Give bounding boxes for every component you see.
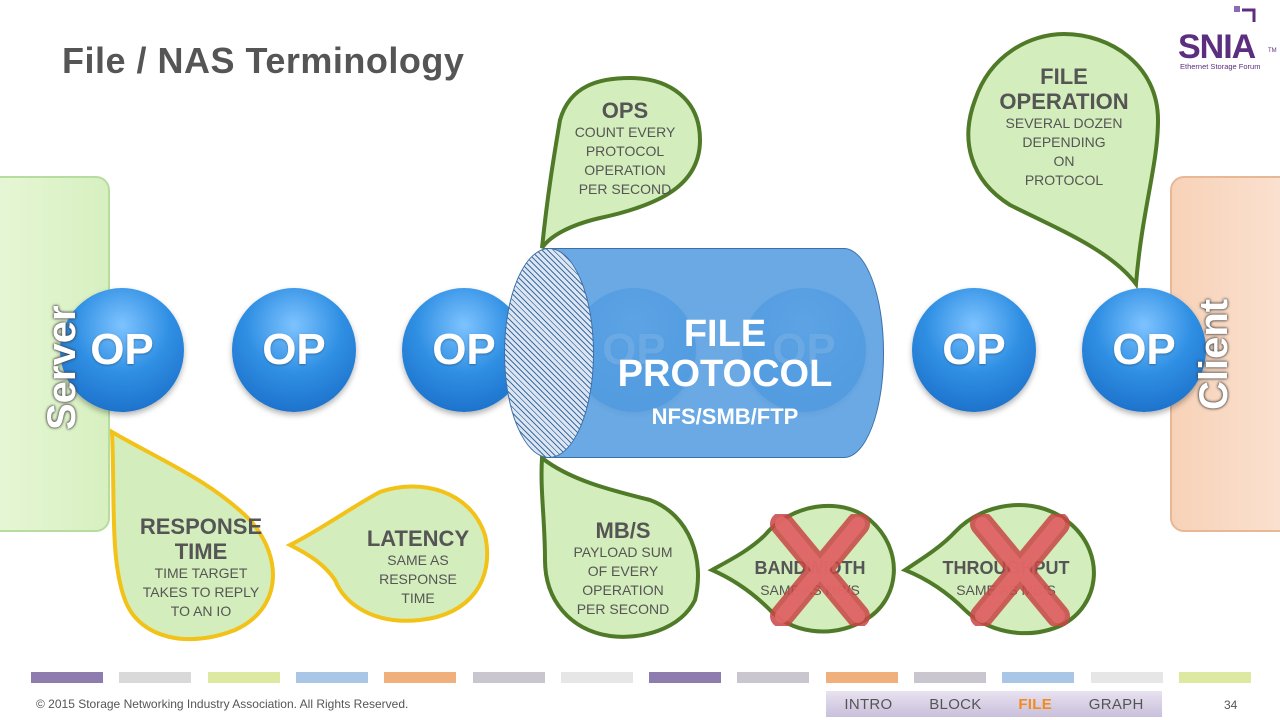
color-swatch [119, 672, 192, 683]
response-time-bubble [109, 428, 275, 642]
op-label: OP [942, 325, 1006, 374]
client-label: Client [1192, 298, 1236, 410]
logo-text: SNIA [1178, 28, 1256, 66]
server-label: Server [40, 305, 84, 430]
logo-corner-mark [1234, 6, 1256, 22]
latency-bubble [285, 484, 490, 623]
color-swatch [1178, 672, 1251, 683]
nav-file[interactable]: FILE [1018, 695, 1053, 713]
latency-text: LATENCY SAME AS RESPONSE TIME [348, 526, 488, 608]
section-nav: INTRO BLOCK FILE GRAPH [826, 691, 1162, 717]
mbs-body-3: OPERATION [582, 582, 664, 598]
mbs-body-1: PAYLOAD SUM [573, 544, 673, 560]
op-label: OP [90, 325, 154, 374]
op-circle-1: OP [60, 288, 184, 412]
ops-body-3: OPERATION [584, 162, 666, 178]
latency-body-3: TIME [401, 590, 435, 606]
file-operation-text: FILE OPERATION SEVERAL DOZEN DEPENDING O… [984, 64, 1144, 190]
mbs-head: MB/S [595, 518, 651, 543]
protocol-line-1: FILE [683, 313, 767, 355]
file-protocol-cylinder [544, 248, 884, 458]
response-time-text: RESPONSE TIME TIME TARGET TAKES TO REPLY… [118, 514, 284, 621]
protocol-line-3: NFS/SMB/FTP [651, 404, 799, 429]
color-swatch [560, 672, 633, 683]
op-label: OP [262, 325, 326, 374]
copyright-footer: © 2015 Storage Networking Industry Assoc… [36, 697, 409, 711]
bandwidth-cross-icon [770, 514, 870, 626]
color-swatch [825, 672, 898, 683]
mbs-body-4: PER SECOND [576, 601, 670, 617]
mbs-text: MB/S PAYLOAD SUM OF EVERY OPERATION PER … [558, 518, 688, 619]
page-number: 34 [1224, 698, 1238, 712]
op-label: OP [1112, 325, 1176, 374]
protocol-line-2: PROTOCOL [617, 353, 833, 395]
ops-text: OPS COUNT EVERY PROTOCOL OPERATION PER S… [560, 98, 690, 199]
op-circle-2: OP [232, 288, 356, 412]
color-swatch [31, 672, 103, 683]
color-swatch [737, 672, 810, 683]
response-time-head-2: TIME [174, 539, 228, 564]
file-operation-body-4: PROTOCOL [1024, 172, 1104, 188]
file-operation-bubble [966, 31, 1161, 290]
color-swatch [207, 672, 280, 683]
file-operation-body-3: ON [1053, 153, 1075, 169]
ops-body-1: COUNT EVERY [574, 124, 676, 140]
mbs-body-2: OF EVERY [587, 563, 659, 579]
nav-intro[interactable]: INTRO [844, 695, 893, 713]
ops-bubble [540, 75, 703, 250]
response-time-body-2: TAKES TO REPLY [142, 584, 260, 600]
file-operation-body-1: SEVERAL DOZEN [1005, 115, 1123, 131]
mbs-bubble [539, 454, 700, 639]
color-swatch [384, 672, 457, 683]
throughput-cross-icon [970, 514, 1070, 626]
page-title: File / NAS Terminology [62, 40, 465, 81]
color-swatch [914, 672, 986, 683]
color-swatch [472, 672, 545, 683]
ops-body-4: PER SECOND [578, 181, 672, 197]
file-operation-body-2: DEPENDING [1022, 134, 1106, 150]
color-swatch [1090, 672, 1163, 683]
op-circle-6: OP [912, 288, 1036, 412]
color-swatch [1002, 672, 1075, 683]
file-operation-head-1: FILE [1040, 64, 1088, 89]
cylinder-end-cap [504, 248, 594, 458]
response-time-body-1: TIME TARGET [154, 565, 248, 581]
logo-subtitle: Ethernet Storage Forum [1180, 62, 1261, 71]
color-swatch [649, 672, 722, 683]
ops-body-2: PROTOCOL [585, 143, 665, 159]
response-time-head-1: RESPONSE [139, 514, 263, 539]
snia-logo: SNIA TM Ethernet Storage Forum [1170, 4, 1277, 74]
file-operation-head-2: OPERATION [999, 89, 1129, 114]
latency-body-2: RESPONSE [379, 571, 457, 587]
color-swatch [295, 672, 368, 683]
logo-tm: TM [1268, 48, 1277, 54]
latency-body-1: SAME AS [387, 552, 449, 568]
file-protocol-label: FILE PROTOCOL NFS/SMB/FTP [600, 314, 850, 434]
ops-head: OPS [601, 98, 649, 123]
op-circle-7: OP [1082, 288, 1206, 412]
latency-head: LATENCY [366, 526, 470, 551]
response-time-body-3: TO AN IO [170, 603, 232, 619]
nav-graph[interactable]: GRAPH [1088, 695, 1144, 713]
nav-block[interactable]: BLOCK [929, 695, 982, 713]
op-label: OP [432, 325, 496, 374]
